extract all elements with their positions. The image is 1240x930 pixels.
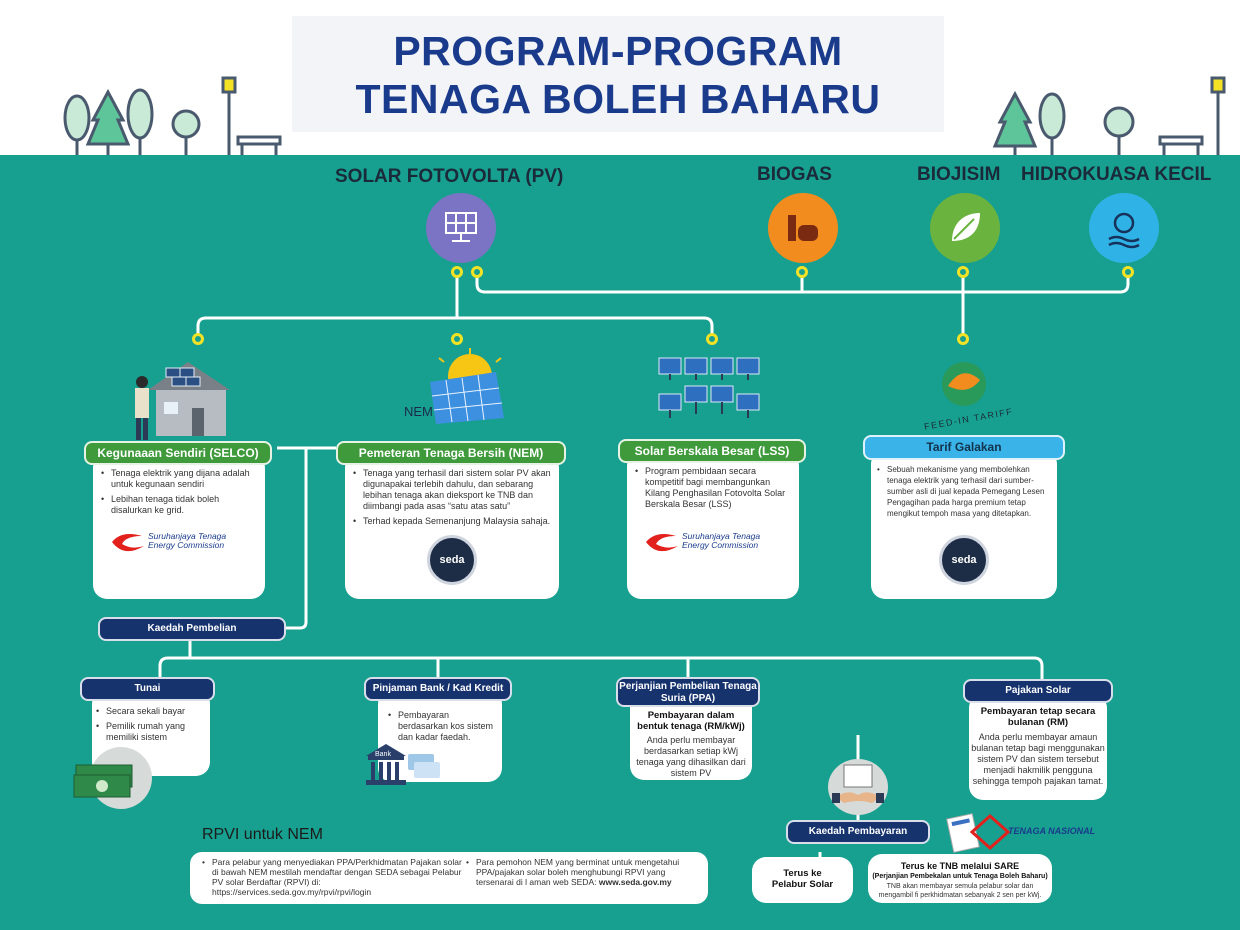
category-biogas-label: BIOGAS — [757, 164, 832, 185]
rpvi-col2-text: Para pemohon NEM yang berminat untuk men… — [476, 857, 680, 887]
title-line-1: PROGRAM-PROGRAM — [393, 28, 843, 74]
sare-text: TNB akan membayar semula pelabur solar d… — [878, 883, 1042, 899]
feed-in-tariff-text: FEED-IN TARIFF — [923, 406, 1014, 432]
category-biojisim-label: BIOJISIM — [917, 164, 1001, 185]
rpvi-bullet-1: Para pelabur yang menyediakan PPA/Perkhi… — [200, 857, 464, 897]
nem-bullet: Tenaga yang terhasil dari sistem solar P… — [351, 468, 551, 512]
lss-bullets: Program pembidaan secara kompetitif bagi… — [633, 466, 791, 510]
selco-bullet: Tenaga elektrik yang dijana adalah untuk… — [99, 468, 257, 490]
lss-label: Solar Berskala Besar (LSS) — [618, 439, 806, 463]
pinjaman-bullet: Pembayaran berdasarkan kos sistem dan ka… — [386, 710, 496, 743]
sare-card: Terus ke TNB melalui SARE (Perjanjian Pe… — [868, 854, 1052, 903]
selco-label: Kegunaaan Sendiri (SELCO) — [84, 441, 272, 465]
tunai-bullets: Secara sekali bayar Pemilik rumah yang m… — [94, 706, 204, 743]
nem-illustration: NEM — [404, 348, 504, 424]
rpvi-col2: Para pemohon NEM yang berminat untuk men… — [464, 857, 696, 891]
ppa-text: Anda perlu membayar berdasarkan setiap k… — [636, 735, 746, 778]
agreement-handshake-icon — [828, 759, 888, 815]
ec-logo-line-1: Suruhanjaya Tenaga — [682, 531, 761, 541]
connector-dot — [451, 266, 463, 278]
title-line-2: TENAGA BOLEH BAHARU — [355, 76, 881, 122]
category-solar-label: SOLAR FOTOVOLTA (PV) — [335, 166, 564, 187]
fit-bullets: Sebuah mekanisme yang membolehkan tenaga… — [875, 464, 1051, 519]
connector-dot — [471, 266, 483, 278]
house-illustration — [135, 362, 230, 440]
tunai-label: Tunai — [80, 677, 215, 701]
connector-dot — [957, 266, 969, 278]
seda-website-link[interactable]: www.seda.gov.my — [598, 877, 672, 887]
fit-bullet: Sebuah mekanisme yang membolehkan tenaga… — [875, 464, 1051, 519]
cash-icon — [73, 747, 152, 809]
lss-bullet: Program pembidaan secara kompetitif bagi… — [633, 466, 791, 510]
rpvi-col1: Para pelabur yang menyediakan PPA/Perkhi… — [200, 857, 464, 901]
pajakan-card: Pembayaran tetap secara bulanan (RM) And… — [969, 694, 1107, 800]
tnb-logo: TENAGA NASIONAL — [946, 813, 1095, 853]
connector-dot — [957, 333, 969, 345]
ec-logo-line-1: Suruhanjaya Tenaga — [148, 531, 227, 541]
pinjaman-bullets: Pembayaran berdasarkan kos sistem dan ka… — [386, 710, 496, 743]
tunai-bullet: Secara sekali bayar — [94, 706, 204, 717]
feed-in-tariff-illustration: FEED-IN TARIFF — [923, 362, 1014, 432]
page-title: PROGRAM-PROGRAM TENAGA BOLEH BAHARU — [292, 16, 944, 132]
lss-illustration — [658, 357, 760, 418]
purchase-method-label: Kaedah Pembelian — [98, 617, 286, 641]
rpvi-title: RPVI untuk NEM — [202, 826, 323, 843]
nem-label: Pemeteran Tenaga Bersih (NEM) — [336, 441, 566, 465]
seda-logo: seda — [939, 535, 989, 585]
pajakan-heading: Pembayaran tetap secara bulanan (RM) — [980, 706, 1096, 728]
sare-subtitle: (Perjanjian Pembekalan untuk Tenaga Bole… — [872, 873, 1048, 880]
lss-card: Program pembidaan secara kompetitif bagi… — [627, 452, 799, 599]
tunai-bullet: Pemilik rumah yang memiliki sistem — [94, 721, 204, 743]
pinjaman-label: Pinjaman Bank / Kad Kredit — [364, 677, 512, 701]
fit-label: Tarif Galakan — [863, 435, 1065, 460]
ppa-heading: Pembayaran dalam bentuk tenaga (RM/kWj) — [637, 710, 745, 732]
direct-investor-text: Terus ke Pelabur Solar — [771, 868, 834, 890]
ppa-label: Perjanjian Pembelian Tenaga Suria (PPA) — [616, 677, 760, 707]
park-left-decoration — [63, 76, 1226, 156]
rpvi-bullet-2: Para pemohon NEM yang berminat untuk men… — [464, 857, 696, 887]
solar-panel-icon — [426, 193, 496, 263]
hydro-turbine-icon — [1089, 193, 1159, 263]
connector-dot — [796, 266, 808, 278]
connector-dot — [192, 333, 204, 345]
nem-bullets: Tenaga yang terhasil dari sistem solar P… — [351, 468, 551, 527]
pajakan-label: Pajakan Solar — [963, 679, 1113, 703]
sare-title: Terus ke TNB melalui SARE — [900, 861, 1020, 871]
selco-bullet: Lebihan tenaga tidak boleh disalurkan ke… — [99, 494, 257, 516]
seda-logo: seda — [427, 535, 477, 585]
biogas-plant-icon — [768, 193, 838, 263]
ec-logo-line-2: Energy Commission — [148, 540, 225, 550]
tunai-card: Secara sekali bayar Pemilik rumah yang m… — [92, 690, 210, 776]
category-hidrokuasa-label: HIDROKUASA KECIL — [1021, 164, 1212, 185]
connector-dot — [706, 333, 718, 345]
connector-dot — [451, 333, 463, 345]
bank-icon-text: Bank — [375, 751, 391, 758]
pajakan-text: Anda perlu membayar amaun bulanan tetap … — [971, 732, 1105, 786]
selco-bullets: Tenaga elektrik yang dijana adalah untuk… — [99, 468, 257, 516]
direct-investor-card: Terus ke Pelabur Solar — [752, 857, 853, 903]
tnb-logo-text: TENAGA NASIONAL — [1008, 826, 1095, 836]
rpvi-card: Para pelabur yang menyediakan PPA/Perkhi… — [190, 852, 708, 904]
ec-logo-line-2: Energy Commission — [682, 540, 759, 550]
nem-bullet: Terhad kepada Semenanjung Malaysia sahaj… — [351, 516, 551, 527]
connector-dot — [1122, 266, 1134, 278]
nem-text: NEM — [404, 404, 433, 419]
bank-icon: Bank — [366, 744, 440, 785]
leaf-icon — [930, 193, 1000, 263]
payment-method-label: Kaedah Pembayaran — [786, 820, 930, 844]
selco-card: Tenaga elektrik yang dijana adalah untuk… — [93, 454, 265, 599]
